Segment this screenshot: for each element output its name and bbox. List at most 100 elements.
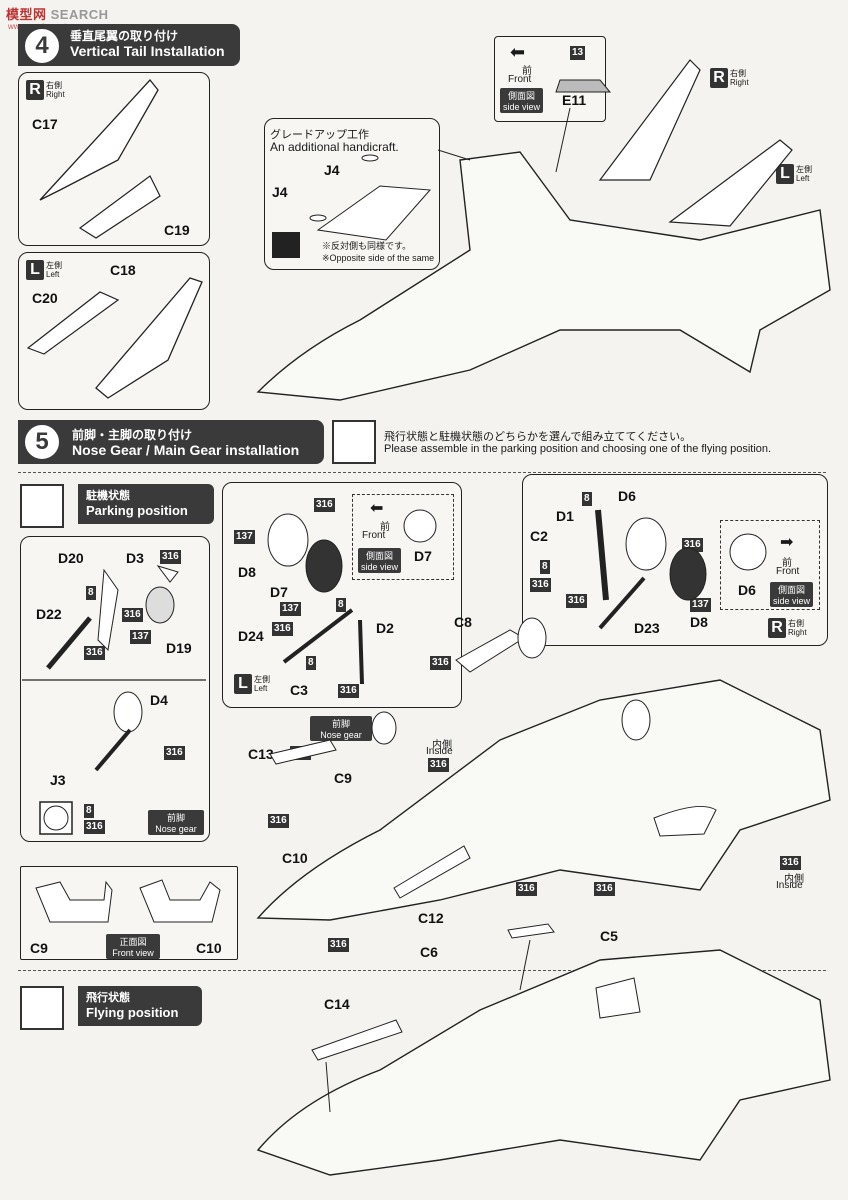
part-d19: D19 <box>166 640 192 656</box>
d6-front-en: Front <box>776 566 800 577</box>
num-316-g: 316 <box>272 622 293 636</box>
num-316-p: 316 <box>516 882 537 896</box>
part-j4-a: J4 <box>324 162 340 178</box>
front-label-en: Front <box>508 74 532 85</box>
part-c13: C13 <box>248 746 274 762</box>
d7-sideview-box <box>352 494 454 580</box>
num-8-b: 8 <box>84 804 94 818</box>
part-c10: C10 <box>282 850 308 866</box>
part-c12: C12 <box>418 910 444 926</box>
part-d22: D22 <box>36 606 62 622</box>
part-j3: J3 <box>50 772 66 788</box>
num-8-a: 8 <box>86 586 96 600</box>
divider-top <box>18 472 826 473</box>
part-j4-b: J4 <box>272 184 288 200</box>
num-8-d: 8 <box>306 656 316 670</box>
part-d7-side: D7 <box>414 548 432 564</box>
part-d24: D24 <box>238 628 264 644</box>
num-316-m: 316 <box>428 758 449 772</box>
num-316-l: 316 <box>430 656 451 670</box>
part-d3: D3 <box>126 550 144 566</box>
num-8-e: 8 <box>582 492 592 506</box>
part-e11: E11 <box>562 92 587 108</box>
num-137-b: 137 <box>234 530 255 544</box>
num-316-f: 316 <box>314 498 335 512</box>
step5-title-en: Nose Gear / Main Gear installation <box>72 442 300 458</box>
step4-number: 4 <box>22 26 62 66</box>
part-c20: C20 <box>32 290 58 306</box>
inside-label-en: Inside <box>426 746 453 757</box>
num-316-k: 316 <box>566 594 587 608</box>
part-d7-left: D7 <box>270 584 288 600</box>
inside-label-jp: 内側 <box>432 740 452 751</box>
part-d1: D1 <box>556 508 574 524</box>
choice-arrows-icon <box>332 420 376 464</box>
step5-header <box>18 420 324 464</box>
part-d6-right: D6 <box>618 488 636 504</box>
num-316-r: 316 <box>780 856 801 870</box>
step4-title-en: Vertical Tail Installation <box>70 43 225 59</box>
flying-title: 飛行状態 Flying position <box>78 986 202 1026</box>
part-c17: C17 <box>32 116 58 132</box>
step4-title-jp: 垂直尾翼の取り付け <box>70 29 179 43</box>
step5-note-jp: 飛行状態と駐機状態のどちらかを選んで組み立ててください。 <box>384 431 692 443</box>
upgrade-title-en: An additional handicraft. <box>270 140 399 154</box>
step4-drawings <box>26 59 831 401</box>
flying-arrows-icon <box>20 986 64 1030</box>
step5-parking-drawings <box>22 509 831 923</box>
d7-front-arrow-icon: ⬅ <box>370 500 384 517</box>
watermark-logo: 模型网 SEARCH <box>6 7 109 22</box>
num-316-b: 316 <box>122 608 143 622</box>
num-8-c: 8 <box>336 598 346 612</box>
parking-arrows-icon <box>20 484 64 528</box>
part-c14: C14 <box>324 996 350 1012</box>
num-13: 13 <box>570 46 586 60</box>
d6-front-jp: 前 <box>782 558 792 569</box>
part-c10-front: C10 <box>196 940 222 956</box>
part-d23: D23 <box>634 620 660 636</box>
num-8-f: 8 <box>540 560 550 574</box>
step5-note-en: Please assemble in the parking position … <box>384 443 772 455</box>
opposite-note-jp: ※反対側も同様です。 <box>322 241 412 251</box>
d7-front-jp: 前 <box>380 522 390 533</box>
part-d8-right: D8 <box>690 614 708 630</box>
d6-front-arrow-icon: ➡ <box>780 534 794 551</box>
d6-sideview-box <box>720 520 820 610</box>
part-c2: C2 <box>530 528 548 544</box>
part-c8: C8 <box>454 614 472 630</box>
inside-label-jp-2: 内側 <box>784 874 804 885</box>
divider-bottom <box>18 970 826 971</box>
upgrade-title-jp: グレードアップ工作 <box>270 129 369 141</box>
part-c6: C6 <box>420 944 438 960</box>
part-c5: C5 <box>600 928 618 944</box>
num-316-d: 316 <box>164 746 185 760</box>
part-d2: D2 <box>376 620 394 636</box>
num-316-q: 316 <box>594 882 615 896</box>
part-d8-left: D8 <box>238 564 256 580</box>
d7-front-en: Front <box>362 530 386 541</box>
num-137-c: 137 <box>280 602 301 616</box>
part-c19: C19 <box>164 222 190 238</box>
part-c9: C9 <box>334 770 352 786</box>
num-316-h: 316 <box>338 684 359 698</box>
part-d20: D20 <box>58 550 84 566</box>
part-c3: C3 <box>290 682 308 698</box>
num-316-e: 316 <box>84 820 105 834</box>
step5-flying-drawings <box>256 923 831 1176</box>
part-c18: C18 <box>110 262 136 278</box>
num-316-j: 316 <box>530 578 551 592</box>
num-316-a: 316 <box>160 550 181 564</box>
part-d4: D4 <box>150 692 168 708</box>
num-137-a: 137 <box>130 630 151 644</box>
num-316-o: 316 <box>268 814 289 828</box>
